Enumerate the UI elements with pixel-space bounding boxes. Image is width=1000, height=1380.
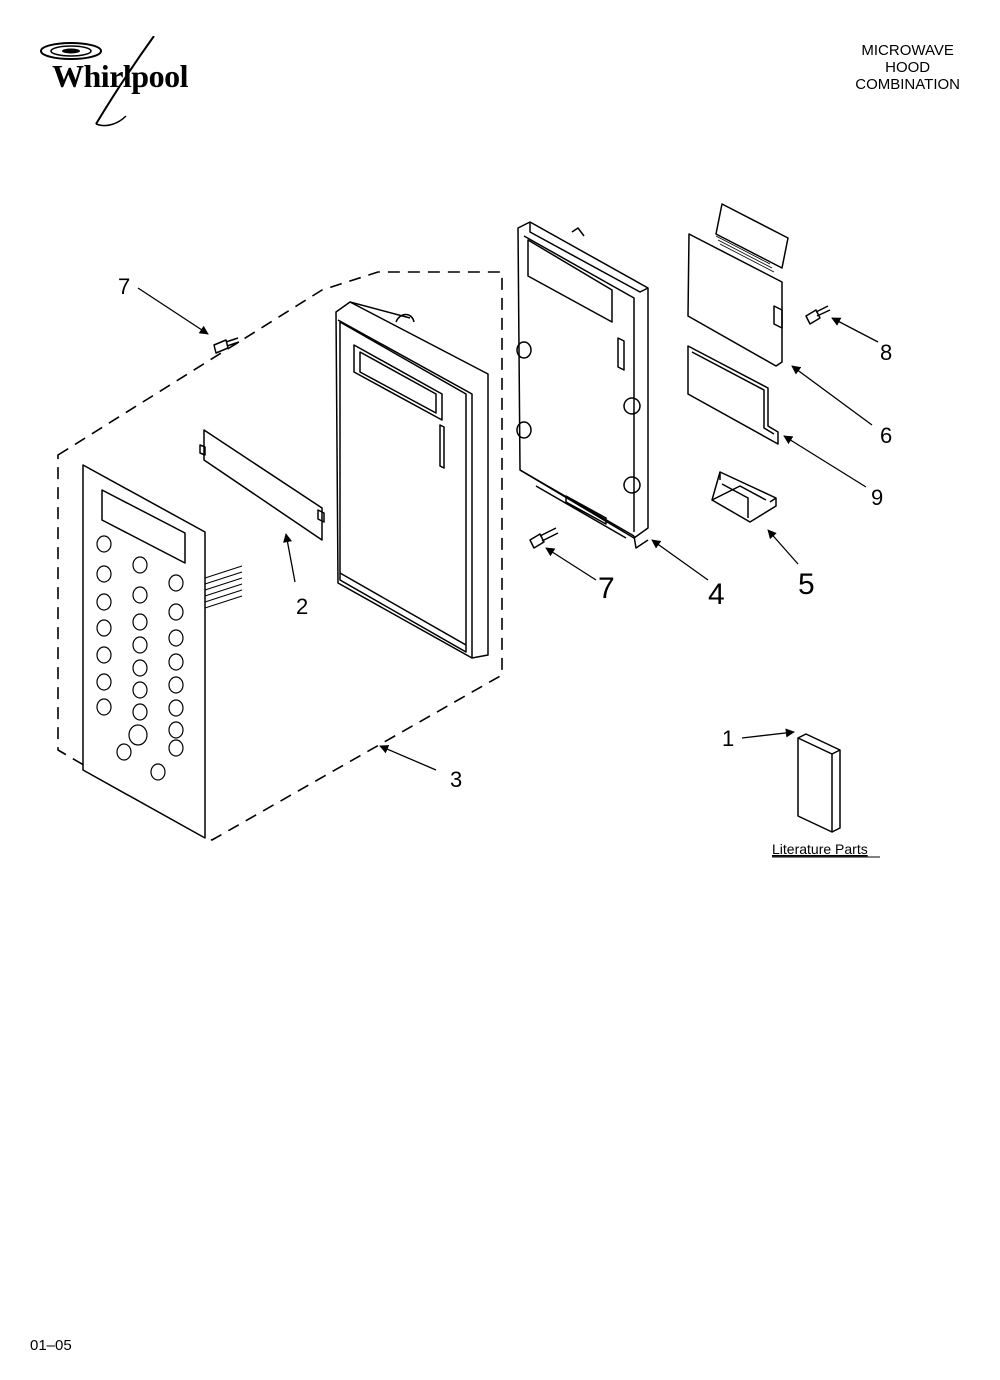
screw-part-7-left: [213, 337, 240, 354]
callout-1: 1: [722, 726, 734, 751]
brand-name: Whirlpool: [52, 58, 188, 94]
callout-3: 3: [450, 767, 462, 792]
display-window-part: [199, 429, 325, 541]
title-line-2: HOOD: [885, 59, 931, 76]
leader-arrows: [137, 287, 879, 771]
callout-7-top: 7: [118, 274, 130, 299]
logo-swirl-icon: [40, 35, 155, 127]
screw-part-8: [805, 305, 831, 325]
keypad-overlay: [82, 464, 243, 839]
connector-part: [711, 471, 777, 523]
callout-5: 5: [798, 568, 815, 601]
assembly-outline-dashed: [57, 271, 503, 841]
keypad-buttons: [96, 535, 184, 781]
footer-code: 01–05: [30, 1337, 72, 1354]
control-panel-frame: [335, 301, 489, 659]
whirlpool-logo: [36, 35, 216, 128]
literature-parts-label: Literature Parts: [772, 841, 868, 857]
screw-part-7-lower: [529, 527, 559, 549]
title-line-3: COMBINATION: [855, 76, 960, 93]
callout-4: 4: [708, 578, 725, 611]
page-title: MICROWAVE HOOD COMBINATION: [855, 42, 960, 93]
control-bracket-part: [516, 221, 649, 549]
callout-2: 2: [296, 594, 308, 619]
callout-8: 8: [880, 340, 892, 365]
callout-9: 9: [871, 485, 883, 510]
insulator-part: [687, 345, 779, 445]
literature-booklet: [797, 733, 841, 833]
callout-7-lower: 7: [598, 572, 615, 605]
control-board-part: [687, 203, 789, 367]
title-line-1: MICROWAVE: [861, 42, 954, 59]
callout-6: 6: [880, 423, 892, 448]
